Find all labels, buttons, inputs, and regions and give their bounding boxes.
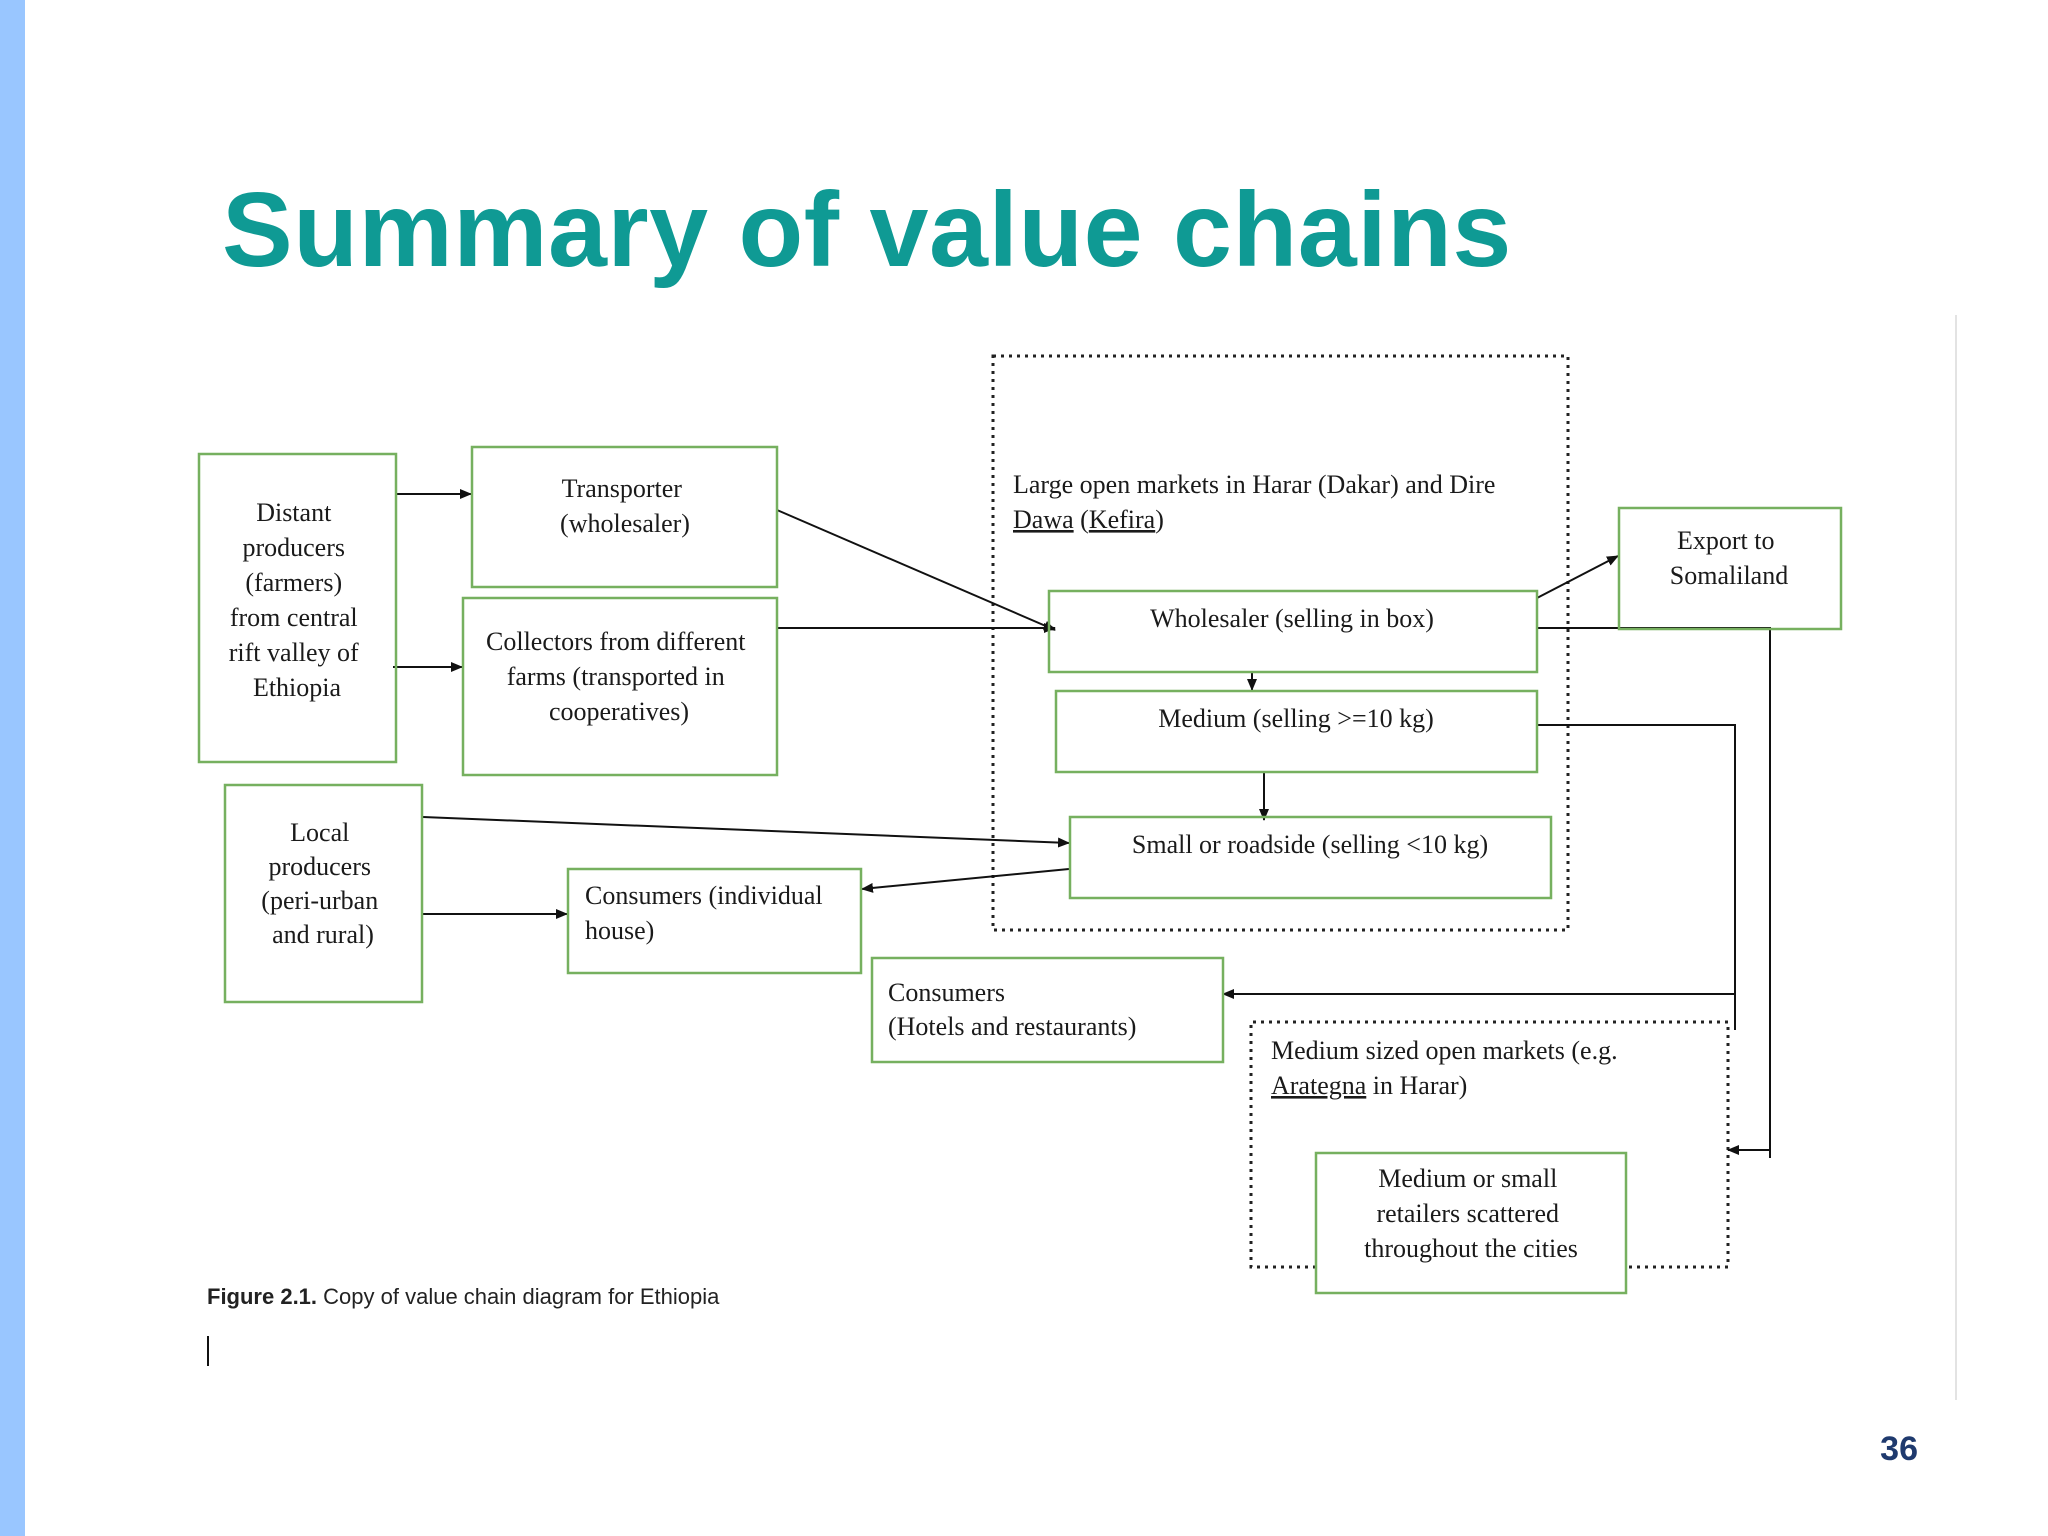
local-producers-label: Local producers (peri-urban and rural) bbox=[261, 818, 384, 949]
arrow-small-to-consumers bbox=[861, 868, 1070, 893]
right-divider bbox=[1955, 315, 1957, 1400]
box-transporter bbox=[470, 445, 779, 589]
box-medium bbox=[1054, 689, 1539, 774]
large-markets-group bbox=[991, 354, 1570, 932]
large-markets-label: Large open markets in Harar (Dakar) and … bbox=[1013, 470, 1502, 534]
connectors bbox=[393, 489, 1771, 1158]
distant-producers-label: Distant producers (farmers) from central… bbox=[229, 498, 365, 702]
box-small bbox=[1068, 815, 1553, 900]
page-number: 36 bbox=[1880, 1430, 1918, 1468]
retailers-label: Medium or small retailers scattered thro… bbox=[1364, 1164, 1578, 1263]
consumers-hotels-label: Consumers (Hotels and restaurants) bbox=[888, 978, 1136, 1041]
transporter-label: Transporter (wholesaler) bbox=[560, 474, 690, 538]
medium-markets-label: Medium sized open markets (e.g. Arategna… bbox=[1271, 1036, 1624, 1100]
arrow-local-to-small bbox=[422, 816, 1070, 848]
box-wholesaler bbox=[1047, 589, 1539, 674]
consumers-individual-label: Consumers (individual house) bbox=[585, 881, 829, 945]
box-collectors bbox=[461, 596, 779, 777]
connector-medium-to-hotels bbox=[1222, 724, 1736, 999]
figure-caption: Figure 2.1. Copy of value chain diagram … bbox=[207, 1284, 719, 1310]
text-cursor bbox=[207, 1336, 209, 1366]
arrow-transporter-to-wholesaler bbox=[776, 509, 1056, 631]
small-label: Small or roadside (selling <10 kg) bbox=[1132, 830, 1488, 859]
box-consumers-hotels bbox=[870, 956, 1225, 1064]
figure-caption-label: Figure 2.1. bbox=[207, 1284, 318, 1309]
arrow-wholesaler-to-export bbox=[1536, 555, 1619, 599]
slide-title: Summary of value chains bbox=[222, 171, 1512, 289]
medium-label: Medium (selling >=10 kg) bbox=[1158, 704, 1434, 733]
wholesaler-label: Wholesaler (selling in box) bbox=[1150, 604, 1434, 633]
medium-markets-group bbox=[1249, 1020, 1730, 1269]
box-local-producers bbox=[223, 783, 424, 1004]
collectors-label: Collectors from different farms (transpo… bbox=[486, 627, 752, 726]
box-consumers-individual bbox=[566, 867, 863, 975]
accent-bar bbox=[0, 0, 25, 1536]
box-retailers bbox=[1314, 1151, 1628, 1295]
box-export bbox=[1617, 506, 1843, 631]
figure-caption-text: Copy of value chain diagram for Ethiopia bbox=[317, 1284, 720, 1309]
boxes bbox=[197, 445, 1843, 1295]
box-distant-producers bbox=[197, 452, 398, 764]
export-label: Export to Somaliland bbox=[1670, 526, 1788, 590]
